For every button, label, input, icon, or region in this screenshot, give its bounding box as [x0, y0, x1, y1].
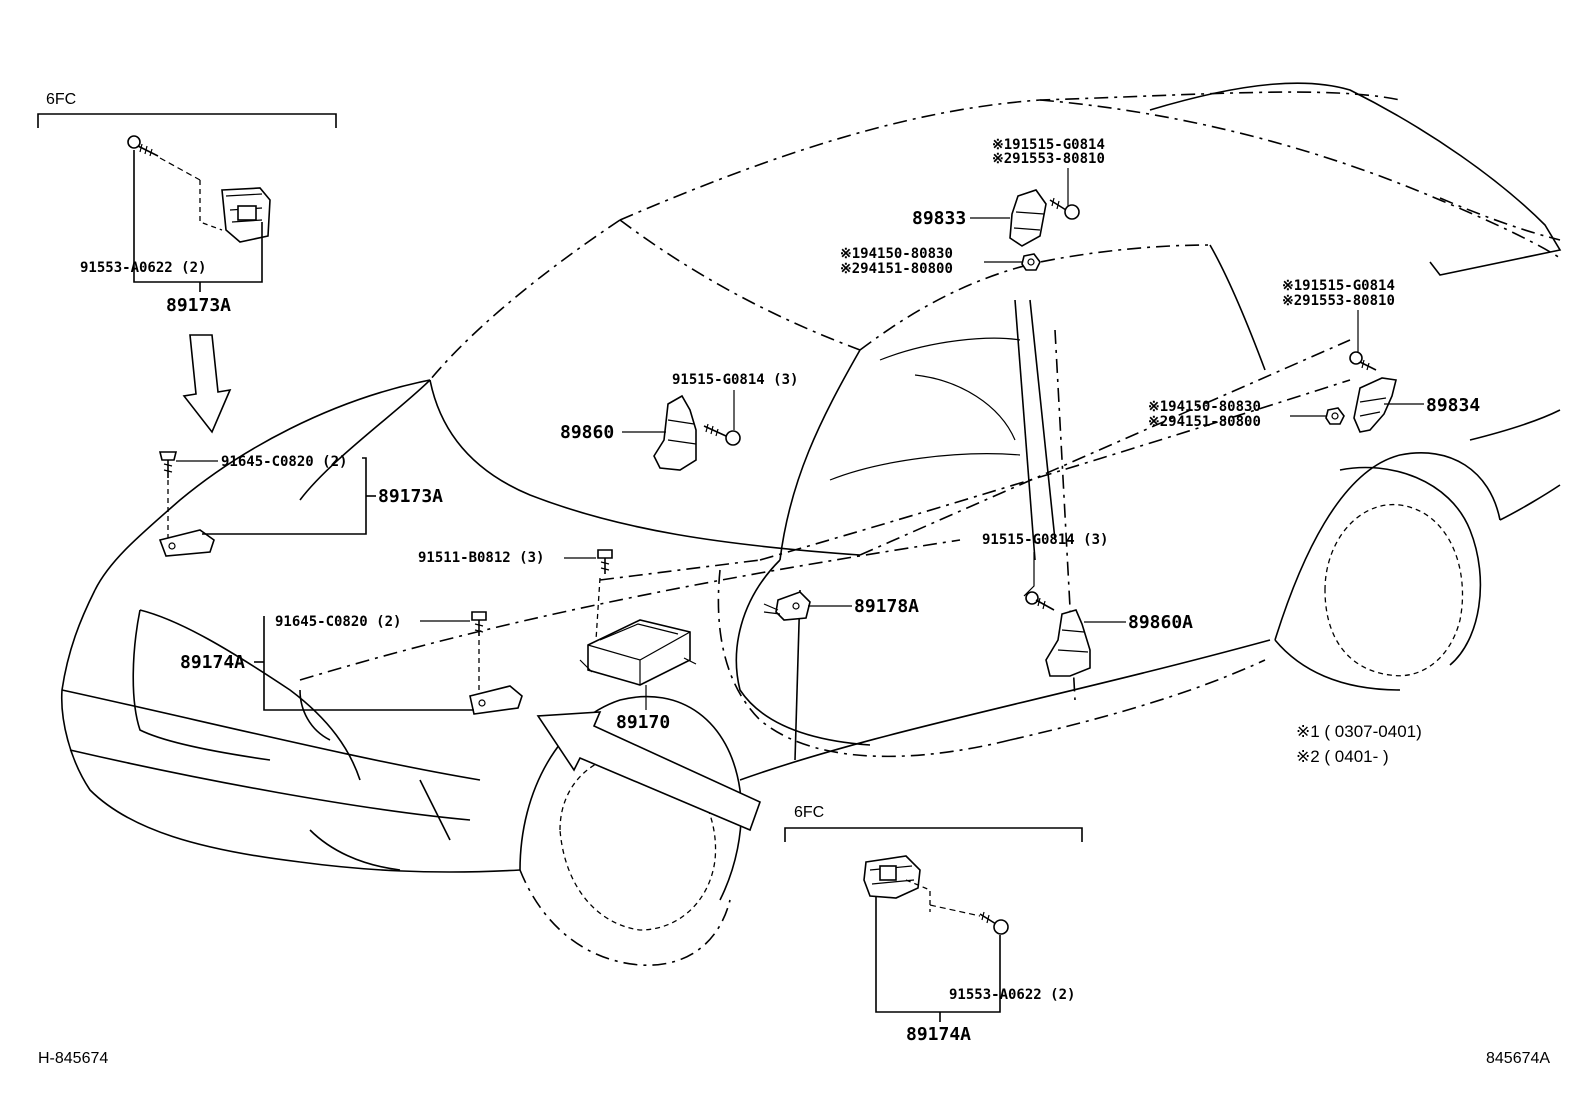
front-lower-sensor-icon [469, 685, 523, 715]
front-sensor-bracket-lower-icon [863, 855, 921, 899]
arrow-down-icon [182, 334, 232, 434]
bolt-ecu-label: 91511-B0812 (3) [418, 550, 544, 566]
inset-top-code: 6FC [46, 91, 76, 108]
rear-sensor-bolt-1-label: ※191515-G0814 [1282, 278, 1395, 294]
side-sensor-right-group: 91515-G0814 (3) 89860A [982, 532, 1193, 677]
side-sensor-left-icon [653, 394, 697, 471]
side-sensor-center-group: 89178A [763, 591, 919, 621]
roof-sensor-nut-2-label: ※294151-80800 [840, 261, 953, 277]
front-sensor-bracket-icon [221, 187, 271, 243]
inset-top-assembly-label: 89173A [166, 295, 231, 316]
arrow-up-left-icon [536, 711, 762, 832]
bolt-front-lower-label: 91645-C0820 (2) [275, 614, 401, 630]
legend-note-2: ※2 ( 0401- ) [1296, 747, 1389, 766]
roof-sensor-nut-1-label: ※194150-80830 [840, 246, 953, 262]
roof-sensor-label: 89833 [912, 208, 966, 229]
bolt-icon [597, 549, 613, 574]
bolt-icon [1025, 591, 1055, 611]
inset-bottom-assembly-label: 89174A [906, 1024, 971, 1045]
side-sensor-center-icon [763, 591, 811, 621]
legend-note-1: ※1 ( 0307-0401) [1296, 722, 1422, 741]
inset-bottom-code: 6FC [794, 804, 824, 821]
inset-bottom: 6FC 91553-A0622 (2) 89174A [536, 711, 1083, 1045]
front-upper-sensor-group: 91645-C0820 (2) 89173A [158, 451, 443, 557]
bolt-front-upper-label: 91645-C0820 (2) [221, 454, 347, 470]
rear-sensor-nut-2-label: ※294151-80800 [1148, 414, 1261, 430]
bolt-icon [979, 911, 1009, 935]
bolt-icon [1349, 351, 1377, 371]
inset-top-left: 6FC 91553-A0622 (2) 89173A [37, 91, 337, 434]
side-sensor-right-label: 89860A [1128, 612, 1193, 633]
bolt-icon [471, 611, 487, 636]
rear-sensor-icon [1353, 377, 1397, 433]
nut-icon [1021, 253, 1041, 271]
car-body-outline [60, 82, 1562, 966]
sensor-front-lower-label: 89174A [180, 652, 245, 673]
rear-sensor-group: ※191515-G0814 ※291553-80810 89834 ※19415… [1148, 278, 1480, 433]
ecu-label: 89170 [616, 712, 670, 733]
roof-sensor-bolt-1-label: ※191515-G0814 [992, 137, 1105, 153]
sensor-front-upper-label: 89173A [378, 486, 443, 507]
airbag-ecu-icon [579, 619, 697, 686]
roof-sensor-icon [1009, 189, 1047, 247]
front-lower-sensor-group: 91645-C0820 (2) 89174A [180, 611, 523, 715]
bolt-icon [158, 451, 178, 478]
inset-bottom-bolt-label: 91553-A0622 (2) [949, 987, 1075, 1003]
nut-icon [1325, 407, 1345, 425]
sheet-code-right: 845674A [1486, 1050, 1550, 1067]
bolt-icon [1049, 197, 1080, 220]
bolt-icon [127, 135, 159, 157]
bolt-icon [703, 423, 741, 446]
ecu-group: 91511-B0812 (3) 89170 [418, 549, 697, 733]
roof-sensor-group: ※191515-G0814 ※291553-80810 89833 ※19415… [840, 137, 1105, 277]
rear-sensor-label: 89834 [1426, 395, 1480, 416]
front-upper-sensor-icon [158, 529, 215, 557]
side-sensor-right-bolt-label: 91515-G0814 (3) [982, 532, 1108, 548]
rear-sensor-nut-1-label: ※194150-80830 [1148, 399, 1261, 415]
side-sensor-left-group: 91515-G0814 (3) 89860 [560, 372, 798, 471]
inset-top-bolt-label: 91553-A0622 (2) [80, 260, 206, 276]
side-sensor-left-label: 89860 [560, 422, 614, 443]
side-sensor-right-icon [1045, 609, 1091, 677]
roof-sensor-bolt-2-label: ※291553-80810 [992, 151, 1105, 167]
sheet-code-left: H-845674 [38, 1050, 108, 1067]
side-sensor-left-bolt-label: 91515-G0814 (3) [672, 372, 798, 388]
rear-sensor-bolt-2-label: ※291553-80810 [1282, 293, 1395, 309]
side-sensor-center-label: 89178A [854, 596, 919, 617]
